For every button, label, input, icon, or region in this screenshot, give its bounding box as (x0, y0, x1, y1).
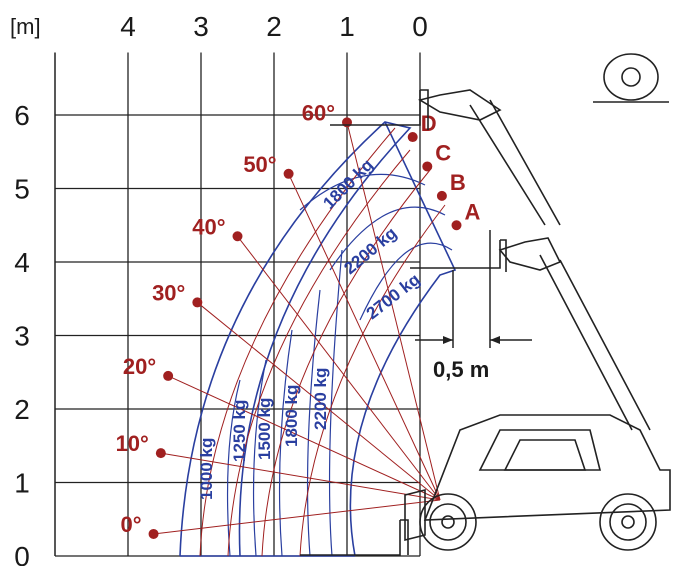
angle-line (288, 173, 441, 501)
zone-label-vertical: 2200 kg (311, 368, 330, 430)
angle-dot (148, 528, 159, 539)
y-tick-label: 1 (14, 468, 30, 499)
zone-divider (359, 242, 453, 321)
y-tick-label: 5 (14, 174, 30, 205)
zone-label-vertical: 1000 kg (197, 438, 216, 500)
angle-dot (342, 117, 352, 128)
angle-label: 60° (302, 100, 335, 125)
position-dot (422, 161, 433, 172)
angle-dot (192, 297, 203, 308)
position-label: A (465, 199, 481, 224)
angle-label: 40° (192, 214, 225, 239)
angle-line (346, 122, 441, 501)
angle-line (197, 302, 441, 501)
y-tick-label: 3 (14, 321, 30, 352)
zone-divider (278, 329, 293, 557)
zone-divider (252, 359, 267, 557)
zone-envelope (349, 121, 457, 557)
zone-label-angled: 2200 kg (340, 223, 400, 278)
angle-label: 30° (152, 280, 185, 305)
angle-arc (199, 127, 396, 557)
angle-dot (232, 231, 243, 242)
zone-divider (328, 249, 343, 557)
angle-line (167, 375, 441, 501)
angle-line (153, 499, 441, 535)
load-zones (179, 121, 457, 557)
angle-lines (153, 122, 446, 557)
angle-arc (261, 169, 431, 557)
dimension-annotation (415, 230, 532, 348)
angle-markers: 0° 10° 20° 30° 40° 50° 60° (116, 100, 352, 539)
zone-divider (299, 173, 426, 211)
angle-label: 20° (123, 354, 156, 379)
zone-divider (226, 379, 241, 557)
zone-label-vertical: 1800 kg (282, 385, 301, 447)
zone-label-vertical: 1500 kg (255, 398, 274, 460)
position-dot (451, 220, 462, 231)
angle-dot (155, 448, 166, 459)
angle-label: 50° (243, 152, 276, 177)
angle-dot (283, 168, 294, 179)
angle-line (237, 235, 441, 501)
zone-divider (329, 206, 446, 271)
axis-ticks: 4 3 2 1 0 6 5 4 3 2 1 0 (14, 11, 428, 566)
angle-dot (163, 370, 174, 381)
angle-label: 0° (121, 512, 142, 537)
y-tick-label: 0 (14, 541, 30, 566)
position-label: C (435, 140, 451, 165)
angle-label: 10° (116, 431, 149, 456)
x-tick-label: 1 (339, 11, 355, 42)
position-dot (407, 132, 418, 143)
angle-arc (299, 204, 446, 557)
x-tick-label: 0 (412, 11, 428, 42)
x-tick-label: 4 (120, 11, 136, 42)
y-tick-label: 4 (14, 247, 30, 278)
boom-illustration (300, 53, 671, 556)
zone-divider (306, 289, 321, 557)
angle-arc (227, 149, 411, 557)
y-tick-label: 6 (14, 100, 30, 131)
position-label: B (450, 170, 466, 195)
x-unit-label: [m] (10, 14, 41, 39)
angle-line (160, 452, 441, 501)
zone-label-vertical: 1250 kg (230, 400, 249, 462)
x-tick-label: 2 (266, 11, 282, 42)
x-tick-label: 3 (193, 11, 209, 42)
position-dot (436, 190, 447, 201)
y-tick-label: 2 (14, 394, 30, 425)
dimension-label: 0,5 m (433, 357, 489, 382)
